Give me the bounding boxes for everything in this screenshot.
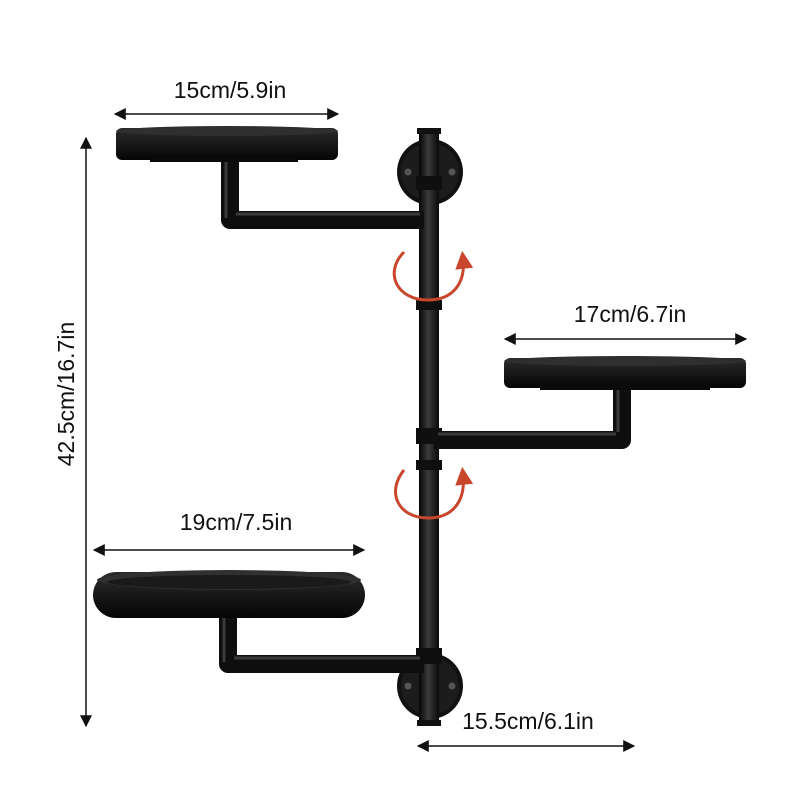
total-height-label: 42.5cm/16.7in: [53, 322, 79, 466]
middle-shelf-dimension: 17cm/6.7in: [503, 301, 748, 345]
rotate-arrow-icon: [392, 250, 474, 302]
top-shelf-width-label: 15cm/5.9in: [174, 77, 287, 103]
middle-shelf: [434, 356, 746, 449]
top-shelf-dimension: 15cm/5.9in: [113, 77, 340, 120]
rotate-arrow-icon: [394, 466, 474, 520]
bottom-shelf-dimension: 19cm/7.5in: [92, 509, 366, 556]
top-shelf: [116, 126, 424, 229]
height-dimension: 42.5cm/16.7in: [53, 136, 92, 728]
central-pole: [416, 128, 442, 726]
middle-shelf-width-label: 17cm/6.7in: [574, 301, 687, 327]
bottom-shelf: [93, 570, 424, 673]
arm-depth-label: 15.5cm/6.1in: [462, 708, 594, 734]
arm-depth-dimension: 15.5cm/6.1in: [416, 708, 636, 752]
bottom-shelf-width-label: 19cm/7.5in: [180, 509, 293, 535]
